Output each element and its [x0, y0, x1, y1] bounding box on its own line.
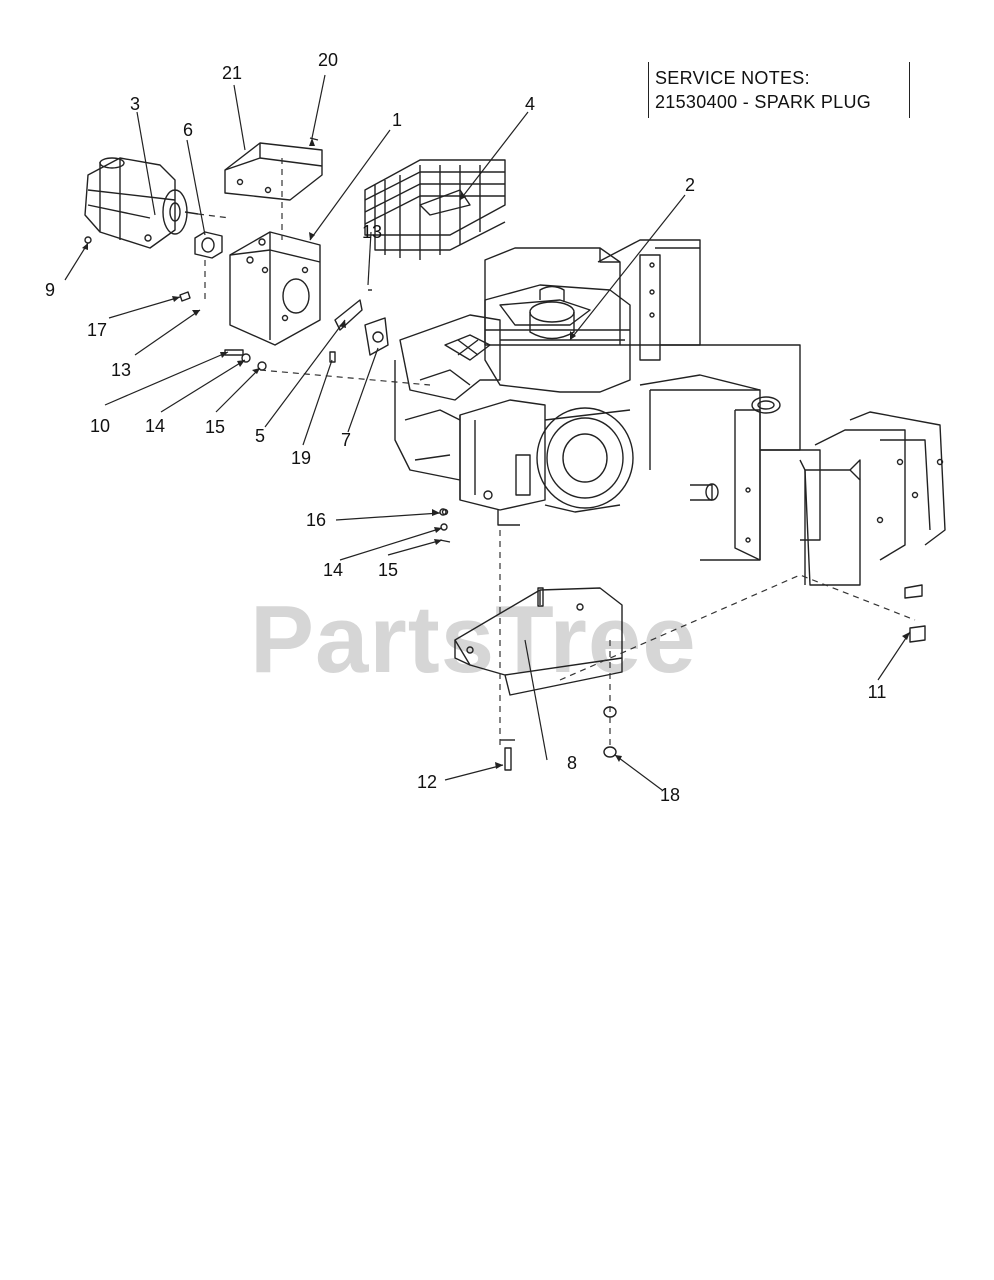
callout-14-right: 14 [322, 560, 344, 580]
callout-2: 2 [684, 175, 696, 195]
frame-beam [484, 239, 946, 586]
callout-13-lower: 13 [110, 360, 132, 380]
callout-12: 12 [416, 772, 438, 792]
service-notes-heading: SERVICE NOTES: [655, 68, 810, 88]
engine-assembly [394, 284, 634, 526]
callout-19: 19 [290, 448, 312, 468]
callout-8: 8 [566, 753, 578, 773]
callout-7: 7 [340, 430, 352, 450]
callout-13-upper: 13 [361, 222, 383, 242]
callout-20: 20 [317, 50, 339, 70]
hydraulic-pump [84, 157, 199, 249]
service-notes-box: SERVICE NOTES: 21530400 - SPARK PLUG [648, 62, 910, 118]
callout-3: 3 [129, 94, 141, 114]
callout-14-left: 14 [144, 416, 166, 436]
pump-coupler [194, 231, 223, 259]
pump-mount-bracket [229, 231, 321, 346]
callout-11: 11 [867, 682, 887, 702]
callout-15-left: 15 [204, 417, 226, 437]
callout-16: 16 [305, 510, 327, 530]
engine-base-plate [454, 587, 623, 696]
callout-4: 4 [524, 94, 536, 114]
callout-17: 17 [86, 320, 108, 340]
callout-15-right: 15 [377, 560, 399, 580]
callout-21: 21 [221, 63, 243, 83]
leader-lines [64, 74, 911, 791]
callout-9: 9 [44, 280, 56, 300]
callout-5: 5 [254, 426, 266, 446]
service-notes-spark-plug: 21530400 - SPARK PLUG [655, 92, 872, 112]
callout-18: 18 [659, 785, 681, 805]
callout-6: 6 [182, 120, 194, 140]
assembly-lines [197, 158, 916, 750]
callout-10: 10 [89, 416, 111, 436]
leader-arrowheads [82, 138, 910, 769]
heat-shield-cage [364, 159, 506, 260]
callout-1: 1 [391, 110, 403, 130]
pump-cover [224, 142, 323, 201]
